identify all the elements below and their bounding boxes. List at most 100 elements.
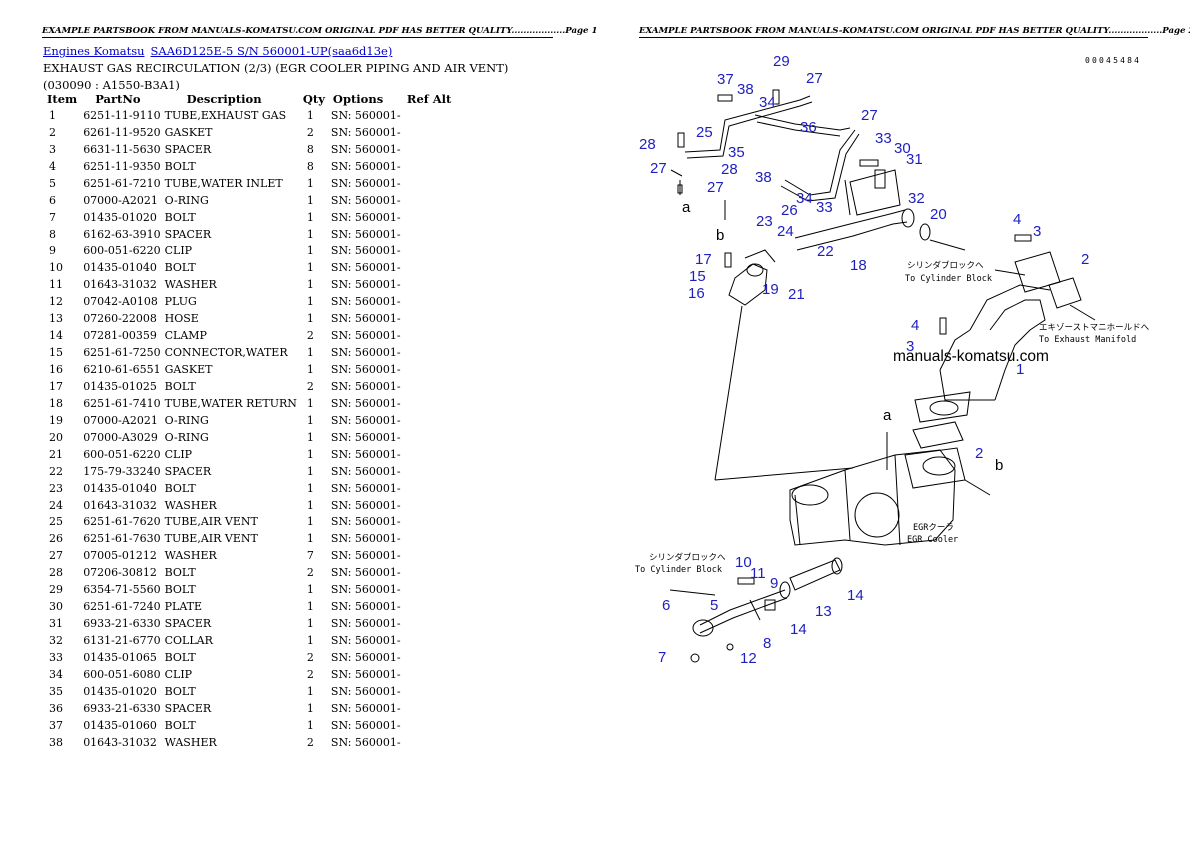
cell-refalt [403, 734, 455, 751]
cell-options: SN: 560001- [330, 159, 401, 173]
cell-refalt [403, 649, 455, 666]
cell-partno: 6251-61-7620 [83, 515, 161, 529]
cell-options: SN: 560001- [330, 515, 401, 529]
cell-qty: 1 [306, 447, 314, 461]
cell-description: O-RING [164, 430, 209, 444]
cell-description: WASHER [164, 498, 217, 512]
callout-number: 4 [911, 317, 919, 334]
callout-number: 24 [777, 223, 794, 240]
note-to-exhaust-manifold-jp: エキゾーストマニホールドへ [1039, 323, 1150, 333]
cell-options: SN: 560001- [330, 244, 401, 258]
cell-description: SPACER [164, 701, 212, 715]
callout-number: 16 [688, 285, 705, 302]
note-to-exhaust-manifold-en: To Exhaust Manifold [1039, 335, 1136, 345]
cell-refalt [403, 700, 455, 717]
callout-number: 27 [707, 179, 724, 196]
cell-item: 1 [49, 108, 56, 122]
cell-item: 26 [49, 532, 63, 546]
cell-qty: 1 [306, 701, 314, 715]
cell-refalt [403, 344, 455, 361]
cell-refalt [403, 124, 455, 141]
cell-item: 31 [49, 617, 63, 631]
cell-item: 18 [49, 396, 63, 410]
cell-item: 17 [49, 379, 63, 393]
cell-item: 37 [49, 718, 63, 732]
cell-partno: 07042-A0108 [83, 295, 158, 309]
cell-options: SN: 560001- [330, 549, 401, 563]
breadcrumb-link-engines[interactable]: Engines Komatsu [43, 44, 145, 58]
cell-options: SN: 560001- [330, 701, 401, 715]
cell-options: SN: 560001- [330, 532, 401, 546]
col-refalt-header: Ref Alt [406, 91, 452, 106]
cell-partno: 07260-22008 [83, 312, 157, 326]
cell-item: 15 [49, 346, 63, 360]
note-to-cylinder-block-top-en: To Cylinder Block [905, 274, 992, 284]
cell-qty: 1 [306, 617, 314, 631]
cell-options: SN: 560001- [330, 481, 401, 495]
cell-description: CLIP [164, 667, 193, 681]
cell-item: 13 [49, 312, 63, 326]
callout-number: 14 [847, 587, 864, 604]
cell-description: WASHER [164, 278, 217, 292]
cell-options: SN: 560001- [330, 261, 401, 275]
cell-refalt [403, 581, 455, 598]
cell-options: SN: 560001- [330, 278, 401, 292]
cell-qty: 1 [306, 227, 314, 241]
cell-partno: 175-79-33240 [83, 464, 161, 478]
callout-number: 28 [721, 161, 738, 178]
cell-qty: 1 [306, 532, 314, 546]
callout-number: 3 [906, 338, 914, 355]
cell-refalt [403, 158, 455, 175]
cell-partno: 01643-31032 [83, 735, 157, 749]
callout-number: 2 [975, 445, 983, 462]
cell-refalt [403, 717, 455, 734]
cell-item: 6 [49, 193, 56, 207]
cell-partno: 6251-61-7250 [83, 346, 161, 360]
cell-partno: 01643-31032 [83, 278, 157, 292]
cell-description: COLLAR [164, 634, 213, 648]
cell-partno: 07281-00359 [83, 329, 157, 343]
cell-partno: 6261-11-9520 [83, 125, 161, 139]
cell-refalt [403, 463, 455, 480]
callout-number: 3 [1033, 223, 1041, 240]
cell-options: SN: 560001- [330, 718, 401, 732]
cell-qty: 8 [306, 159, 314, 173]
callout-number: 30 [894, 140, 911, 157]
cell-item: 23 [49, 481, 63, 495]
cell-qty: 1 [306, 718, 314, 732]
callout-number: 23 [756, 213, 773, 230]
cell-qty: 1 [306, 244, 314, 258]
cell-options: SN: 560001- [330, 447, 401, 461]
cell-item: 7 [49, 210, 56, 224]
page-1: EXAMPLE PARTSBOOK FROM MANUALS-KOMATSU.C… [42, 26, 597, 751]
cell-options: SN: 560001- [330, 566, 401, 580]
cell-options: SN: 560001- [330, 617, 401, 631]
callout-number: 37 [717, 71, 734, 88]
cell-description: GASKET [164, 363, 213, 377]
cell-item: 3 [49, 142, 56, 156]
cell-description: SPACER [164, 617, 212, 631]
cell-options: SN: 560001- [330, 583, 401, 597]
cell-qty: 2 [306, 735, 314, 749]
cell-refalt [403, 412, 455, 429]
cell-options: SN: 560001- [330, 227, 401, 241]
page-2-header: EXAMPLE PARTSBOOK FROM MANUALS-KOMATSU.C… [639, 26, 1190, 38]
breadcrumb-link-model[interactable]: SAA6D125E-5 S/N 560001-UP(saa6d13e) [150, 44, 393, 58]
cell-description: HOSE [164, 312, 199, 326]
cell-description: SPACER [164, 464, 212, 478]
cell-item: 36 [49, 701, 63, 715]
callout-number: 36 [800, 119, 817, 136]
cell-item: 19 [49, 413, 63, 427]
callout-number: 38 [755, 169, 772, 186]
